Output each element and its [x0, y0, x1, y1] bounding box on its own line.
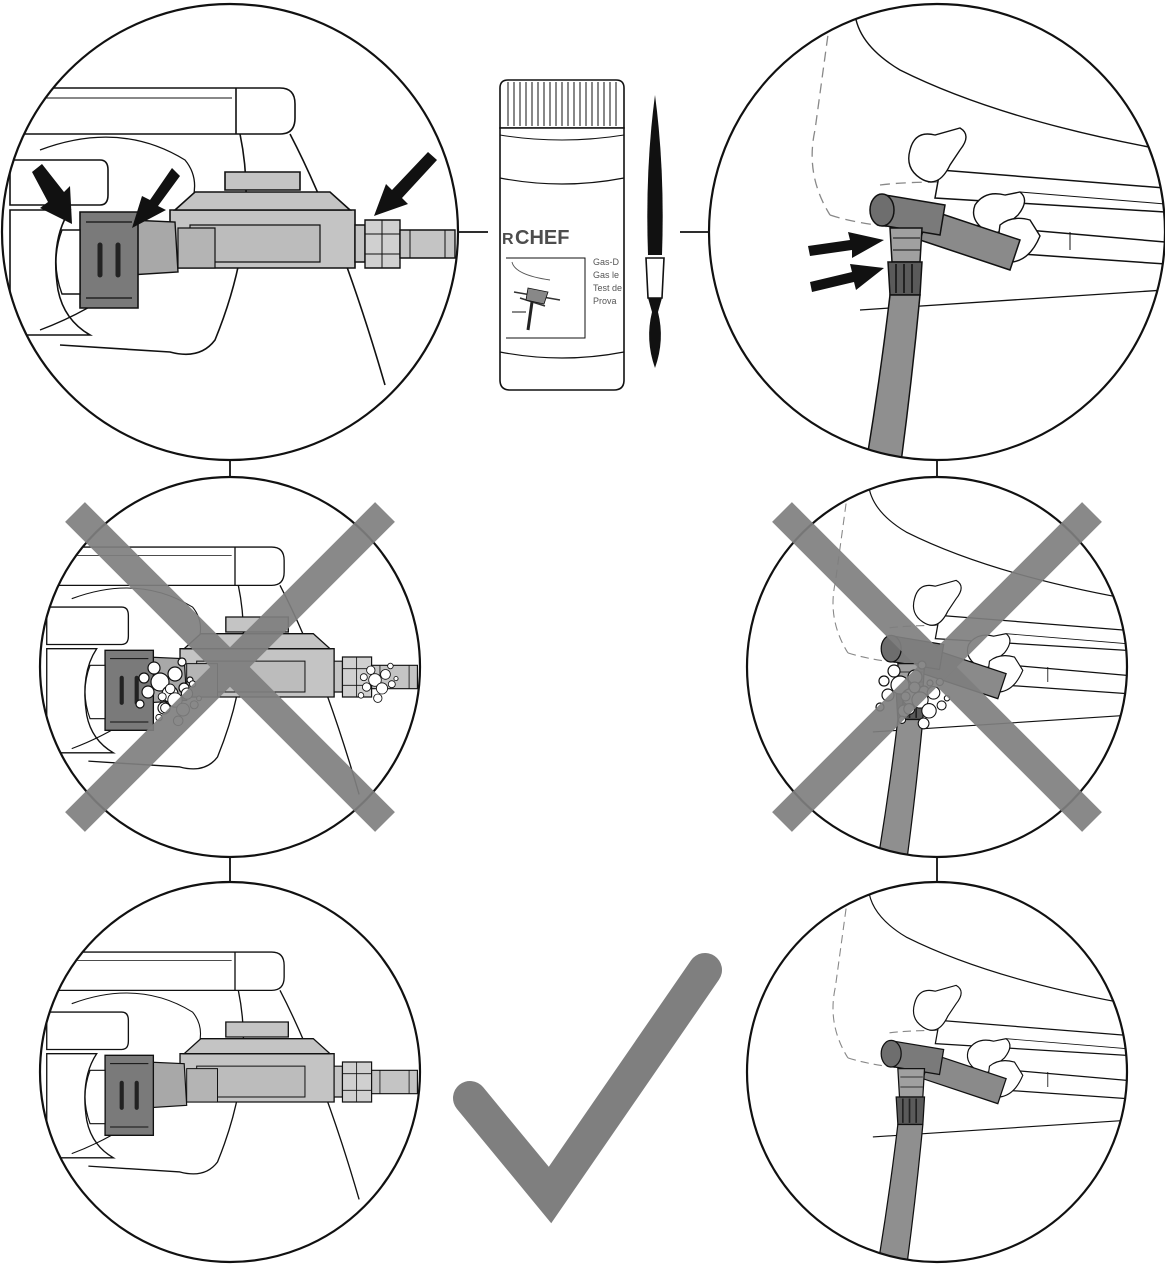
panel-regulator-check: [0, 4, 458, 460]
leak-spray-bottle: R CHEF Gas-D Gas le Test de Prova: [500, 80, 624, 390]
bottle-brand: CHEF: [515, 227, 569, 249]
bottle-label-line-1: Gas-D: [593, 257, 620, 267]
panel-valve-leak: [747, 474, 1127, 866]
checkmark-icon: [470, 970, 705, 1195]
panel-regulator-ok: [38, 882, 420, 1262]
arrow-icon: [808, 232, 884, 292]
brush-icon: [646, 95, 664, 368]
panel-valve-check: [709, 0, 1165, 470]
bottle-brand-prefix: R: [502, 231, 514, 248]
panel-valve-ok: [747, 879, 1127, 1265]
bottle-label-line-4: Prova: [593, 296, 617, 306]
panel-regulator-leak: [38, 477, 420, 857]
bottle-label-line-3: Test de: [593, 283, 622, 293]
cross-icon: [782, 512, 1092, 822]
bottle-label-line-2: Gas le: [593, 270, 619, 280]
